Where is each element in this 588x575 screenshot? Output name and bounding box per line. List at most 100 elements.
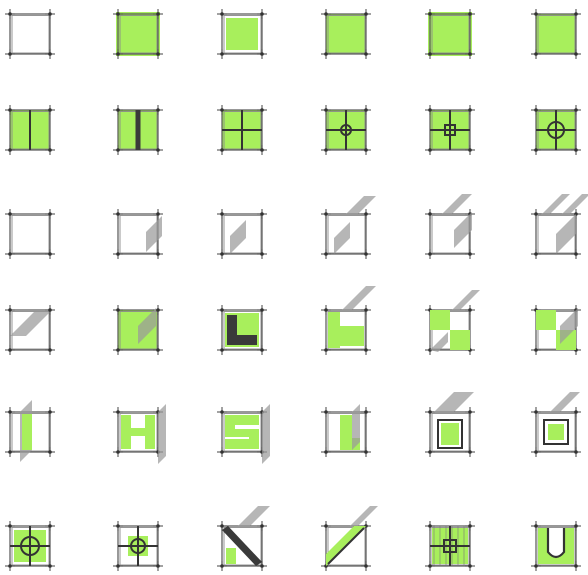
corner-dot [116, 410, 120, 414]
corner-dot [8, 564, 12, 568]
corner-dot [428, 148, 432, 152]
corner-dot [48, 308, 52, 312]
shadow-extrusion [238, 506, 270, 526]
corner-dot [364, 212, 368, 216]
corner-dot [48, 12, 52, 16]
diagram-cell-checker-shadow [425, 290, 480, 355]
corner-dot [116, 450, 120, 454]
corner-dot [574, 52, 578, 56]
corner-dot [324, 308, 328, 312]
diagram-cell-filled-square-full [531, 9, 581, 59]
corner-dot [260, 12, 264, 16]
diagram-cell-open-square [5, 209, 55, 259]
corner-dot [220, 52, 224, 56]
corner-dot [116, 252, 120, 256]
corner-dot [48, 524, 52, 528]
corner-dot [156, 308, 160, 312]
corner-dot [156, 348, 160, 352]
diagram-cell-inner-green-shadow [425, 392, 475, 457]
corner-dot [364, 148, 368, 152]
diagram-cell-filled-cross [217, 105, 267, 155]
diagonal-line [328, 528, 364, 564]
corner-dot [534, 410, 538, 414]
corner-dot [116, 564, 120, 568]
corner-dot [116, 308, 120, 312]
corner-dot [534, 348, 538, 352]
corner-dot [48, 348, 52, 352]
green-fill [226, 18, 258, 50]
green-core [441, 423, 459, 445]
corner-dot [324, 148, 328, 152]
diagram-cell-framed-green-shadow [531, 392, 581, 457]
corner-dot [364, 252, 368, 256]
diagram-cell-open-split-shadow [425, 194, 475, 259]
diagram-cell-filled-square-outset [425, 9, 475, 59]
corner-dot [8, 212, 12, 216]
diagram-cell-open-double-shadow [321, 196, 376, 259]
diagram-cell-filled-square-outset [113, 9, 163, 59]
corner-dot [220, 524, 224, 528]
corner-dot [534, 564, 538, 568]
green-fill [536, 14, 576, 54]
corner-dot [364, 410, 368, 414]
diagram-cell-filled-cross-circle [531, 105, 581, 155]
shadow-extrusion [230, 220, 246, 254]
corner-dot [260, 308, 264, 312]
shadow-extrusion [352, 404, 360, 450]
diagram-cell-cross-circle-outline [5, 521, 55, 571]
corner-dot [324, 524, 328, 528]
green-checker [450, 330, 470, 350]
corner-dot [428, 450, 432, 454]
corner-dot [364, 564, 368, 568]
diagram-cell-filled-split-line [5, 105, 55, 155]
corner-dot [534, 524, 538, 528]
corner-dot [574, 12, 578, 16]
corner-dot [8, 410, 12, 414]
corner-dot [220, 410, 224, 414]
corner-dot [428, 252, 432, 256]
corner-dot [324, 348, 328, 352]
corner-dot [534, 450, 538, 454]
corner-dot [468, 450, 472, 454]
corner-dot [364, 348, 368, 352]
corner-dot [428, 410, 432, 414]
corner-dot [220, 108, 224, 112]
corner-dot [260, 524, 264, 528]
corner-dot [468, 308, 472, 312]
diagram-cell-checker-open [531, 305, 581, 355]
corner-dot [220, 308, 224, 312]
corner-dot [116, 108, 120, 112]
corner-dot [116, 12, 120, 16]
corner-dot [364, 308, 368, 312]
shadow-extrusion [556, 214, 576, 254]
corner-dot [324, 52, 328, 56]
diagram-cell-filled-square-inset [217, 9, 267, 59]
shadow-extrusion [452, 290, 480, 310]
corner-dot [220, 450, 224, 454]
green-strip [225, 439, 259, 449]
diagram-cell-u-shape [531, 521, 581, 571]
corner-dot [156, 12, 160, 16]
corner-dot [156, 148, 160, 152]
corner-dot [364, 52, 368, 56]
corner-dot [574, 410, 578, 414]
corner-dot [468, 148, 472, 152]
corner-dot [156, 252, 160, 256]
corner-dot [534, 12, 538, 16]
corner-dot [574, 564, 578, 568]
diagram-cell-open-l-green-shadow [321, 286, 376, 355]
diagram-cell-shadow-cut-corner [5, 305, 55, 355]
corner-dot [260, 108, 264, 112]
corner-dot [260, 348, 264, 352]
diagram-cell-vertical-strip-shadow [5, 400, 55, 462]
diagram-cell-diagonal-dark [217, 506, 270, 571]
green-triangle [226, 548, 236, 564]
corner-dot [8, 524, 12, 528]
diagram-cell-l-block-shadow [321, 404, 371, 457]
corner-dot [116, 348, 120, 352]
green-core [548, 424, 564, 440]
cell-outline [10, 214, 50, 254]
corner-dot [468, 410, 472, 414]
corner-dot [324, 108, 328, 112]
green-strip [121, 428, 155, 436]
